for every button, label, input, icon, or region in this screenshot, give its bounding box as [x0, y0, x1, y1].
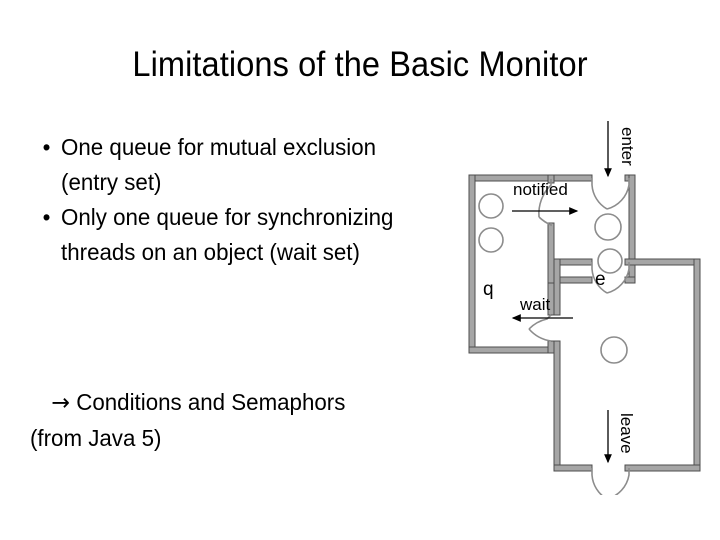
- conclusion-block: → Conditions and Semaphors (from Java 5): [30, 385, 447, 456]
- thread-circle: [478, 193, 504, 219]
- bullet-marker-icon: •: [42, 134, 51, 160]
- diagram-arrows: [511, 121, 612, 464]
- entry-set-label: e: [595, 269, 606, 290]
- right-arrow-icon: →: [51, 390, 71, 416]
- diagram-labels: enter notified wait leave e q: [483, 127, 637, 454]
- body-text-block: • One queue for mutual exclusion (entry …: [30, 130, 450, 270]
- wait-set-label: q: [483, 279, 494, 300]
- list-item: • Only one queue for synchronizing threa…: [30, 200, 437, 270]
- diagram-doors: [528, 178, 630, 495]
- bullet-marker-icon: •: [42, 204, 51, 230]
- enter-label: enter: [618, 127, 637, 166]
- conclusion-line-1: → Conditions and Semaphors: [30, 385, 447, 421]
- list-item-text: Only one queue for synchronizing threads…: [61, 204, 394, 265]
- list-item-text: One queue for mutual exclusion (entry se…: [61, 134, 377, 195]
- thread-circle: [478, 227, 504, 253]
- thread-circle: [597, 248, 623, 274]
- thread-circle: [594, 213, 622, 241]
- java-monitor-room-diagram: enter notified wait leave e q: [455, 105, 720, 495]
- page-title: Limitations of the Basic Monitor: [132, 45, 588, 84]
- bullet-list: • One queue for mutual exclusion (entry …: [30, 130, 450, 270]
- notified-label: notified: [513, 180, 568, 199]
- thread-circle: [600, 336, 628, 364]
- wait-label: wait: [519, 295, 551, 314]
- list-item: • One queue for mutual exclusion (entry …: [30, 130, 437, 200]
- conclusion-text: Conditions and Semaphors: [70, 389, 346, 415]
- conclusion-line-2: (from Java 5): [30, 425, 162, 451]
- diagram-walls: [468, 174, 701, 472]
- thread-circles: [478, 193, 628, 364]
- leave-label: leave: [617, 413, 636, 454]
